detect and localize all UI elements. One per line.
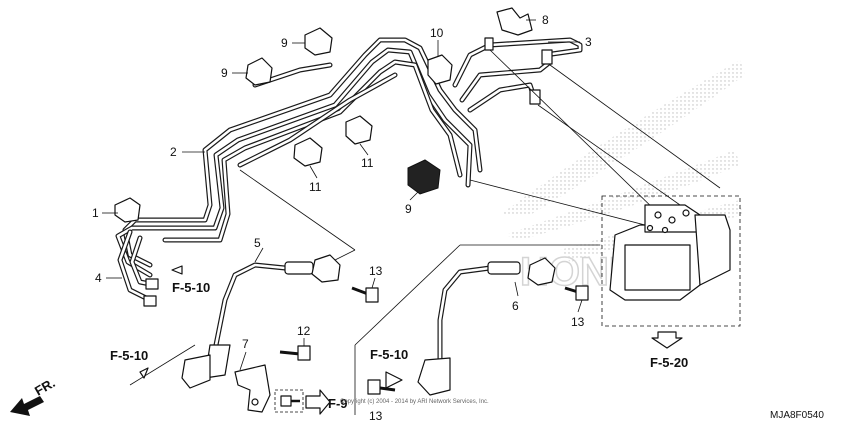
callout-11-left: 11 xyxy=(309,180,322,194)
clamp-11-left xyxy=(293,137,323,167)
callout-9-top: 9 xyxy=(281,36,288,50)
brake-hose-rear xyxy=(417,257,556,396)
diagram-code: MJA8F0540 xyxy=(770,410,824,421)
front-label: FR. xyxy=(32,375,58,398)
clamp-10 xyxy=(427,54,453,85)
clamp-9-left xyxy=(245,57,273,86)
brake-hose-front xyxy=(181,254,341,389)
copyright-notice: Copyright (c) 2004 - 2014 by ARI Network… xyxy=(340,399,489,405)
callout-9-lower: 9 xyxy=(405,202,412,216)
callout-9-left: 9 xyxy=(221,66,228,80)
callout-5: 5 xyxy=(254,236,261,250)
callout-8: 8 xyxy=(542,13,549,27)
clamp-9-lower xyxy=(407,159,441,195)
callout-13-center: 13 xyxy=(369,264,383,278)
callout-12: 12 xyxy=(297,324,311,338)
callout-13-right: 13 xyxy=(571,315,585,329)
hollow-arrow-down-icon xyxy=(651,331,683,349)
reference-arrows xyxy=(139,265,683,415)
callout-3: 3 xyxy=(585,35,592,49)
bolt-12 xyxy=(279,345,311,361)
callout-13-lower: 13 xyxy=(369,409,383,423)
brake-pipe-abs-feed xyxy=(452,37,583,113)
hose-bracket xyxy=(234,364,271,413)
callout-10: 10 xyxy=(430,26,444,40)
front-arrow-icon xyxy=(10,396,44,416)
brake-pipe-lower-left xyxy=(117,229,159,307)
ref-f9: F-9 xyxy=(328,396,348,411)
reference-labels: F-5-10 F-5-10 F-5-10 F-5-20 F-9 xyxy=(110,280,688,411)
clamp-1 xyxy=(114,197,141,223)
clamp-11-right xyxy=(345,115,373,145)
ref-f510-lower: F-5-10 xyxy=(110,348,148,363)
arrow-left-up-icon xyxy=(139,367,149,379)
bolt-13-center xyxy=(351,286,379,303)
callout-2: 2 xyxy=(170,145,177,159)
clamp-8 xyxy=(496,7,533,36)
callout-4: 4 xyxy=(95,271,102,285)
callout-11-right: 11 xyxy=(361,156,374,170)
callout-6: 6 xyxy=(512,299,519,313)
callout-leaders xyxy=(102,19,583,371)
abs-modulator xyxy=(601,195,741,327)
ref-f520: F-5-20 xyxy=(650,355,688,370)
brake-pipe-bundle-upper xyxy=(115,37,483,278)
ref-f510-left: F-5-10 xyxy=(172,280,210,295)
bolt-13-right xyxy=(564,285,589,301)
callout-1: 1 xyxy=(92,206,99,220)
bolt-in-box xyxy=(274,389,304,413)
front-direction-indicator: FR. xyxy=(10,375,58,416)
pipe-routing-leaders xyxy=(239,49,721,261)
arrow-down-icon xyxy=(385,371,403,389)
bolt-13-lower xyxy=(367,379,396,395)
section-separators xyxy=(129,244,600,415)
clamp-9-top xyxy=(304,27,333,56)
hollow-arrow-right-icon xyxy=(305,389,331,415)
callout-7: 7 xyxy=(242,337,249,351)
arrow-right-icon xyxy=(171,265,183,275)
ref-f510-right: F-5-10 xyxy=(370,347,408,362)
callout-numbers: 1 2 3 4 5 6 7 8 9 9 9 10 11 11 12 13 13 … xyxy=(92,13,592,423)
